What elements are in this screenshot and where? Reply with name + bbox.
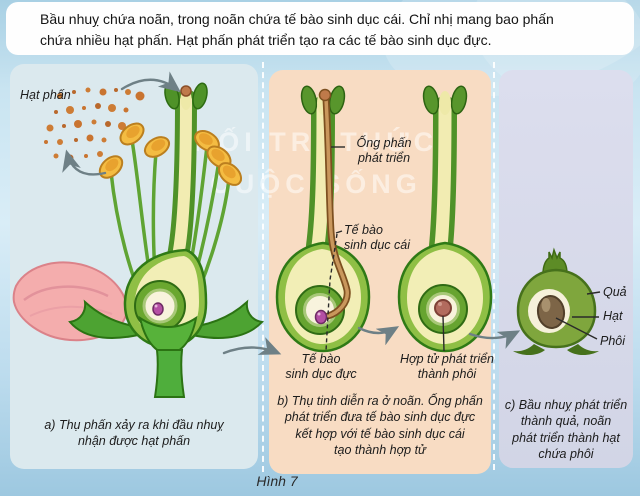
- caption-panel-c: c) Bầu nhuỵ phát triển thành quả, noãn p…: [504, 398, 628, 461]
- label-pollen: Hạt phấn: [20, 88, 71, 102]
- label-seed: Hạt: [603, 309, 623, 323]
- label-female-cell: Tế bào sinh dục cái: [344, 223, 411, 252]
- label-pollen-tube: Ống phấn phát triển: [356, 136, 412, 165]
- header-box: Bầu nhuỵ chứa noãn, trong noãn chứa tế b…: [6, 2, 634, 55]
- panel-divider-right: [493, 62, 495, 470]
- header-text: Bầu nhuỵ chứa noãn, trong noãn chứa tế b…: [40, 10, 554, 48]
- panel-divider-left: [262, 62, 264, 472]
- label-fruit: Quả: [603, 285, 627, 299]
- label-embryo: Phôi: [600, 334, 626, 348]
- label-male-cell: Tế bào sinh dục đực: [285, 352, 357, 381]
- label-zygote: Hợp tử phát triển thành phôi: [400, 352, 494, 381]
- publisher-watermark: NỐI TRI THỨC CUỘC SỐNG: [193, 127, 439, 199]
- caption-panel-a: a) Thụ phấn xảy ra khi đầu nhuỵ nhận đượ…: [44, 418, 224, 449]
- figure-number: Hình 7: [256, 473, 298, 489]
- caption-panel-b: b) Thụ tinh diễn ra ở noãn. Ống phấn phá…: [277, 394, 483, 457]
